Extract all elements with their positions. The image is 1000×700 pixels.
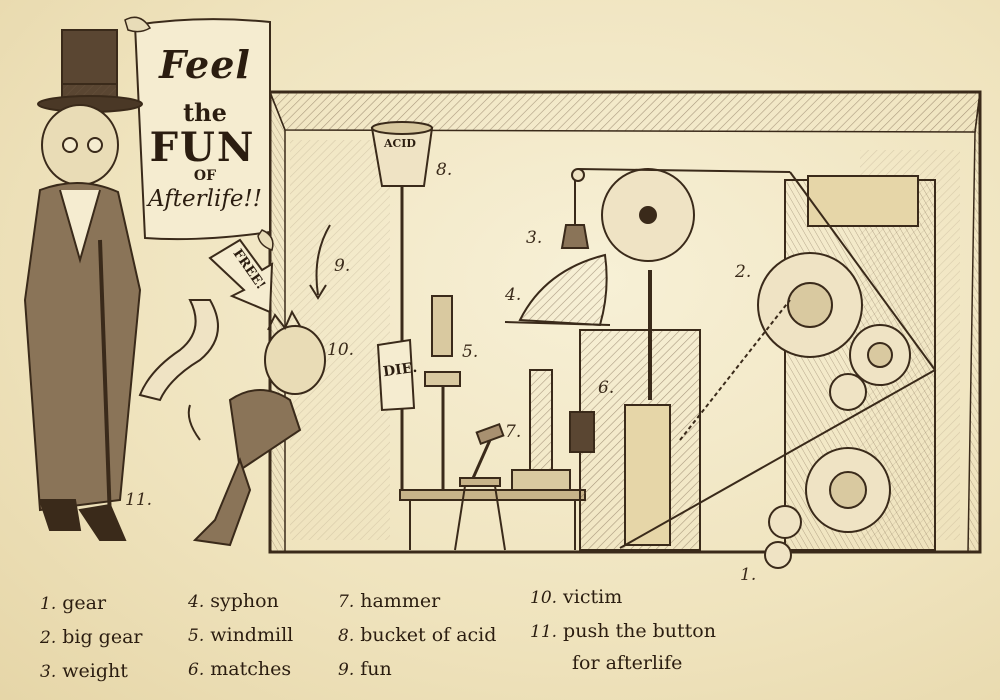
legend-item-2: 2.big gear — [40, 626, 143, 648]
figure-label-7: 7. — [505, 422, 522, 442]
poster-title-feel: Feel — [159, 42, 251, 87]
small-gear — [764, 505, 802, 569]
legend-item-5: 5.windmill — [188, 624, 294, 646]
victim-figure — [187, 309, 326, 547]
figure-label-5: 5. — [462, 342, 479, 362]
figure-label-8: 8. — [436, 160, 453, 180]
figure-label-1: 1. — [740, 565, 757, 585]
legend-item-4: 4.syphon — [188, 590, 279, 612]
figure-label-6: 6. — [598, 378, 615, 398]
figure-label-10: 10. — [327, 340, 355, 360]
showman-figure — [23, 29, 143, 541]
medium-gears — [805, 324, 911, 533]
hammer — [468, 422, 505, 486]
poster-title-afterlife: Afterlife!! — [148, 186, 262, 212]
legend-item-9: 9.fun — [338, 658, 392, 680]
big-gear — [757, 252, 863, 358]
fun-arrow — [309, 224, 331, 300]
legend-item-6: 6.matches — [188, 658, 292, 680]
poster-scroll — [124, 16, 274, 251]
die-sign — [376, 338, 416, 412]
syphon-bellows — [504, 253, 611, 327]
windmill-mechanism — [424, 295, 571, 491]
poster-title-of: OF — [193, 168, 217, 184]
figure-label-3: 3. — [526, 228, 543, 248]
legend-item-11-cont: for afterlife — [572, 652, 683, 674]
legend-item-8: 8.bucket of acid — [338, 624, 497, 646]
figure-label-11: 11. — [125, 490, 153, 510]
figure-label-4: 4. — [505, 285, 522, 305]
legend-item-1: 1.gear — [40, 592, 107, 614]
figure-label-9: 9. — [334, 256, 351, 276]
free-arrow-sign — [208, 238, 274, 314]
figure-label-2: 2. — [735, 262, 752, 282]
legend-item-3: 3.weight — [40, 660, 128, 682]
legend-item-11: 11.push the button — [530, 620, 716, 642]
legend-item-7: 7.hammer — [338, 590, 441, 612]
belts — [577, 168, 936, 549]
top-gear — [601, 168, 695, 262]
acid-bucket — [370, 121, 434, 490]
tail-creature — [138, 299, 219, 402]
acid-label: ACID — [384, 137, 416, 150]
poster-title-the: the — [183, 98, 227, 127]
legend-item-10: 10.victim — [530, 586, 623, 608]
poster-title-fun: FUN — [149, 124, 256, 171]
weight — [560, 168, 590, 249]
